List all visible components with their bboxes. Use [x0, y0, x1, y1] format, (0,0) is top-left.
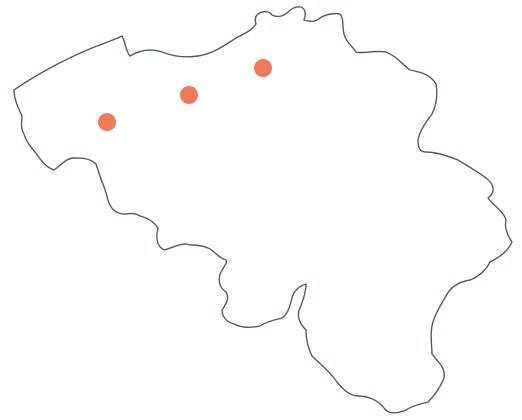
belgium-outline: [13, 6, 513, 414]
marker-layer: [98, 59, 272, 131]
marker-west[interactable]: [98, 113, 116, 131]
marker-center[interactable]: [180, 86, 198, 104]
marker-east[interactable]: [254, 59, 272, 77]
